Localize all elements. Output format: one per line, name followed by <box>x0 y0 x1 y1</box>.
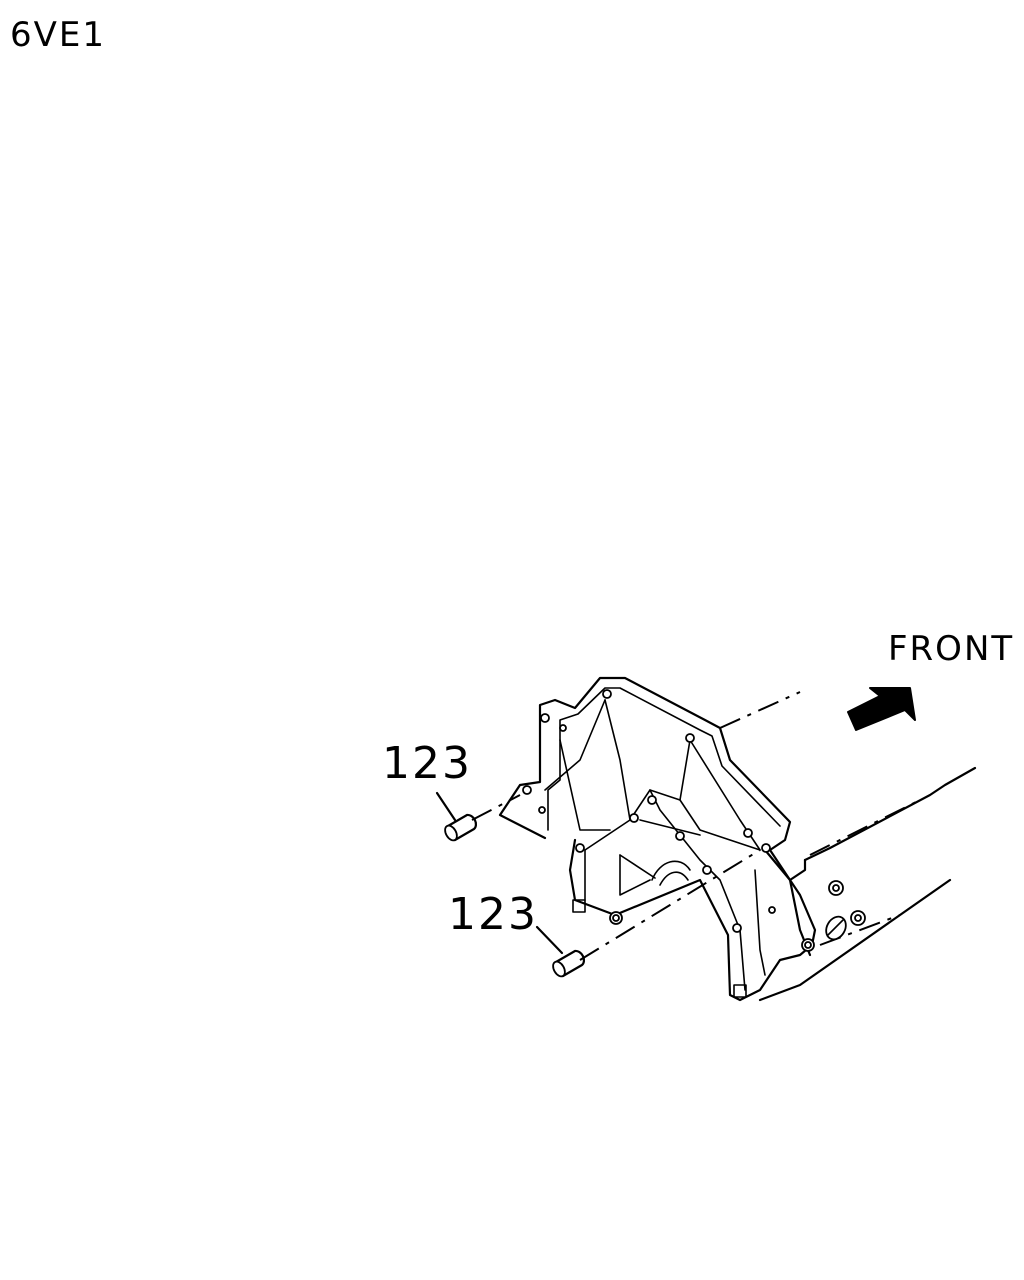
engine-block-outline <box>758 766 977 1002</box>
model-code-label: 6VE1 <box>10 15 107 55</box>
front-direction-label: FRONT <box>888 629 1015 669</box>
part-callout-dowel-pin-upper: 123 <box>382 738 472 789</box>
rear-housing <box>498 676 817 1002</box>
leader-lines <box>435 791 564 955</box>
dowel-pin-icon <box>444 813 478 842</box>
part-callout-dowel-pin-lower: 123 <box>448 889 538 940</box>
block-plugs <box>825 880 866 941</box>
dowel-pin-icon <box>552 949 586 978</box>
front-arrow-icon <box>847 687 916 731</box>
